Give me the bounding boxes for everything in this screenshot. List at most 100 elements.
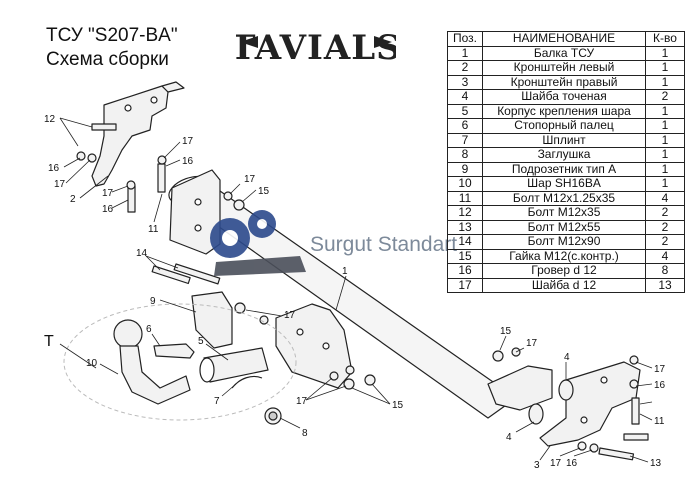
callout-7: 7 (214, 396, 220, 407)
right-bracket-hole (580, 416, 588, 424)
washer (577, 441, 587, 451)
bolt (598, 447, 635, 461)
cell-quantity: 2 (645, 89, 685, 105)
cell-quantity: 2 (645, 219, 685, 235)
header-quantity: К-во (645, 31, 685, 47)
cell-quantity: 1 (645, 60, 685, 76)
cell-name: Болт М12х35 (482, 205, 646, 221)
cell-position: 2 (447, 60, 483, 76)
cell-position: 3 (447, 74, 483, 90)
cell-name: Гайка М12(с.контр.) (482, 248, 646, 264)
nut (234, 302, 246, 314)
cell-position: 15 (447, 248, 483, 264)
cell-quantity: 1 (645, 161, 685, 177)
callout-3: 3 (534, 460, 540, 471)
callout-t: T (44, 333, 54, 350)
nut (364, 374, 376, 386)
callout-12: 12 (44, 114, 56, 125)
ball-housing-end (199, 357, 215, 383)
callout-17: 17 (54, 179, 66, 190)
nut (343, 378, 355, 390)
callout-11: 11 (654, 416, 665, 427)
callout-10: 10 (86, 358, 98, 369)
gears-car-icon (210, 210, 306, 276)
washer (76, 151, 86, 161)
cell-quantity: 1 (645, 45, 685, 61)
cell-position: 13 (447, 219, 483, 235)
left-bracket (91, 85, 169, 187)
locking-pin (153, 343, 195, 359)
cell-name: Заглушка (482, 147, 646, 163)
logo-center-panel (258, 26, 374, 64)
cell-position: 6 (447, 118, 483, 134)
cell-position: 12 (447, 205, 483, 221)
cell-name: Гровер d 12 (482, 263, 646, 279)
cell-name: Кронштейн правый (482, 74, 646, 90)
cell-position: 8 (447, 147, 483, 163)
right-bracket (539, 361, 641, 447)
callout-5: 5 (198, 336, 204, 347)
cell-name: Шайба d 12 (482, 277, 646, 293)
callout-16: 16 (102, 204, 114, 215)
cell-position: 10 (447, 176, 483, 192)
cell-quantity: 2 (645, 234, 685, 250)
cell-position: 14 (447, 234, 483, 250)
callout-16: 16 (48, 163, 60, 174)
cell-quantity: 4 (645, 248, 685, 264)
parts-table-header-row: Поз. НАИМЕНОВАНИЕ К-во (447, 31, 685, 47)
washer (629, 379, 639, 389)
cotter-pin (231, 375, 263, 389)
left-bracket-hole (150, 96, 158, 104)
cell-name: Шар SH16BA (482, 176, 646, 192)
plate-hole (194, 224, 202, 232)
cell-name: Болт М12х55 (482, 219, 646, 235)
cell-name: Болт М12х90 (482, 234, 646, 250)
bolt (127, 185, 136, 213)
callout-8: 8 (302, 428, 308, 439)
cell-quantity: 1 (645, 103, 685, 119)
cell-quantity: 1 (645, 118, 685, 134)
cell-quantity: 13 (645, 277, 685, 293)
washer (345, 365, 355, 375)
cell-quantity: 4 (645, 190, 685, 206)
callout-1: 1 (342, 266, 348, 277)
cell-quantity: 1 (645, 147, 685, 163)
callout-9: 9 (150, 296, 156, 307)
header-position: Поз. (447, 31, 483, 47)
cell-position: 11 (447, 190, 483, 206)
cell-position: 9 (447, 161, 483, 177)
title-line-2: Схема сборки (46, 49, 169, 70)
callout-15: 15 (392, 400, 404, 411)
bolt (157, 163, 166, 193)
cell-name: Болт М12х1.25х35 (482, 190, 646, 206)
cell-position: 1 (447, 45, 483, 61)
title-line-1: ТСУ "S207-BA" (46, 25, 178, 46)
callout-13: 13 (650, 458, 662, 469)
watermark-text: Surgut Standart (310, 233, 458, 256)
beam-end-plate (487, 365, 553, 411)
callout-17: 17 (102, 188, 114, 199)
bolt (623, 433, 649, 441)
logo-text: TAVIALS (236, 28, 396, 68)
bolt (151, 265, 191, 285)
callout-17: 17 (526, 338, 538, 349)
callout-2: 2 (70, 194, 76, 205)
callout-4: 4 (564, 352, 570, 363)
plug-inner (268, 411, 278, 421)
callout-11: 11 (148, 224, 159, 235)
callout-16: 16 (566, 458, 578, 469)
